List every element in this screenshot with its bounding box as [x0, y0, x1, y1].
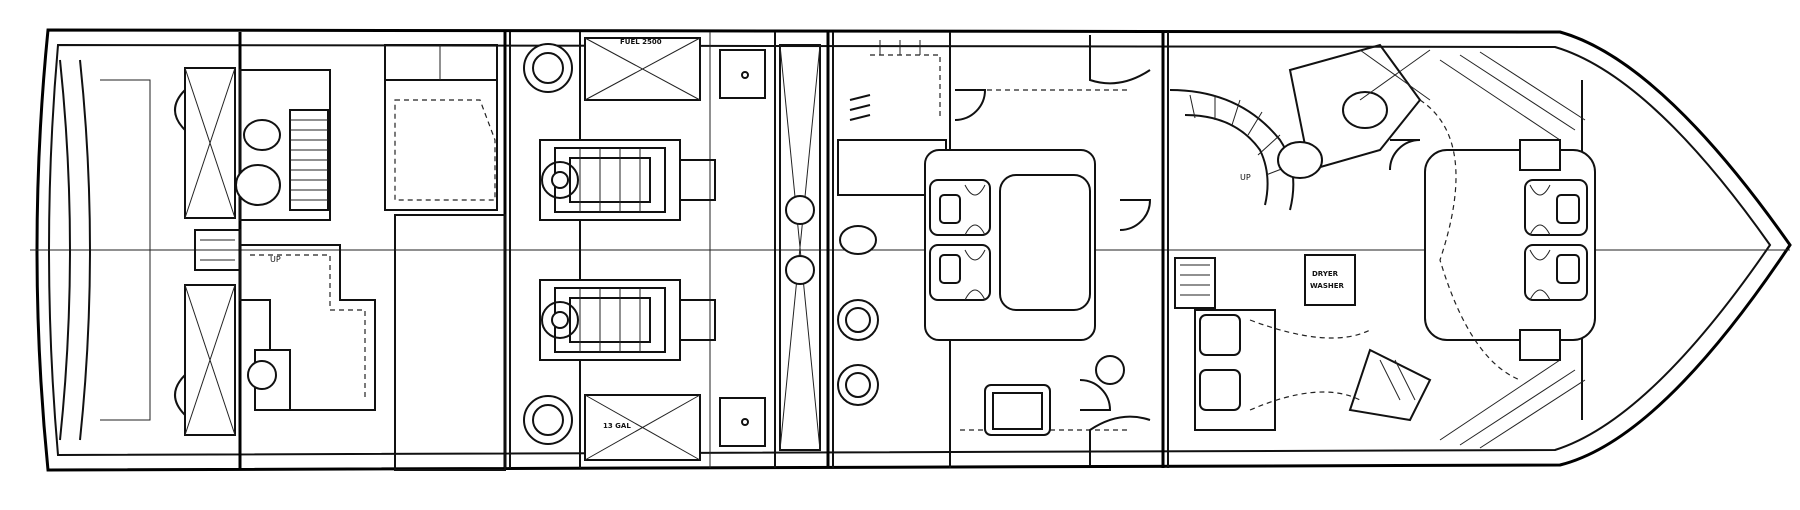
- lower-engine: [539, 279, 716, 361]
- washer-dryer: [1304, 254, 1356, 306]
- upper-engine: [539, 139, 716, 221]
- master-stateroom: [837, 32, 1152, 468]
- upper-tank-label: FUEL 2500: [620, 38, 662, 46]
- forward-section: UP DRYER WASHER: [1169, 43, 1596, 449]
- upper-stairs-label: UP: [270, 255, 281, 264]
- washer-label: WASHER: [1310, 282, 1345, 290]
- upper-shower-grate: [290, 119, 328, 201]
- lower-stairs-label: UP: [1240, 173, 1251, 182]
- aft-crew-area: UP: [174, 44, 506, 471]
- lower-tank-label: 13 GAL: [603, 422, 631, 430]
- hull-outline: [30, 28, 1792, 472]
- dryer-label: DRYER: [1312, 270, 1339, 278]
- engine-room: FUEL 2500 13 GAL: [523, 32, 821, 468]
